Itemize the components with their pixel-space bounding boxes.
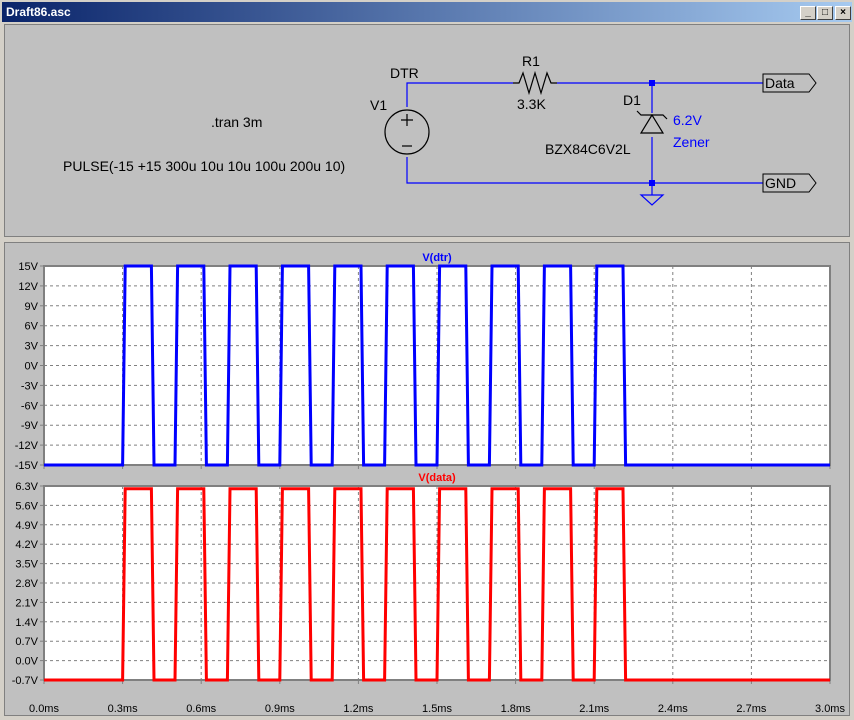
traces	[44, 264, 830, 682]
y-tick-label: 5.6V	[15, 500, 38, 512]
x-tick-label: 0.0ms	[29, 703, 59, 715]
y-tick-label: -6V	[21, 400, 39, 412]
trace-line-0[interactable]	[44, 264, 830, 467]
net-flag-gnd[interactable]	[762, 173, 817, 193]
y-tick-label: 4.2V	[15, 539, 38, 551]
diode-bar-icon	[636, 110, 668, 120]
y-tick-label: 0.7V	[15, 636, 38, 648]
x-tick-label: 0.3ms	[108, 703, 138, 715]
maximize-button[interactable]: □	[817, 6, 833, 20]
x-tick-label: 2.1ms	[579, 703, 609, 715]
x-tick-label: 1.5ms	[422, 703, 452, 715]
y-tick-label: 2.1V	[15, 597, 38, 609]
trace-line-1[interactable]	[44, 487, 830, 682]
net-flag-gnd-label: GND	[765, 175, 796, 191]
tran-directive[interactable]: .tran 3m	[211, 114, 262, 130]
source-value[interactable]: PULSE(-15 +15 300u 10u 10u 100u 200u 10)	[63, 158, 345, 174]
x-tick-label: 0.6ms	[186, 703, 216, 715]
net-label-dtr[interactable]: DTR	[390, 65, 419, 81]
voltage-source-icon	[384, 109, 430, 155]
axis-labels: 15V 12V 9V 6V 3V 0V -3V -6V -9V -12V -15V 6.3V 5.6V 4…	[12, 261, 846, 715]
x-tick-label: 1.8ms	[501, 703, 531, 715]
waveform-canvas[interactable]: 15V 12V 9V 6V 3V 0V -3V -6V -9V -12V -15V 6.3V 5.6V 4…	[5, 243, 849, 715]
y-tick-label: -15V	[15, 460, 39, 472]
net-flag-data-label: Data	[765, 75, 795, 91]
close-button[interactable]: ×	[835, 6, 851, 20]
schematic-pane[interactable]: .tran 3m PULSE(-15 +15 300u 10u 10u 100u…	[4, 24, 850, 237]
junction-dot-bottom	[649, 180, 655, 186]
y-tick-label: 9V	[25, 301, 39, 313]
window-title: Draft86.asc	[6, 5, 71, 19]
wire-gnd	[406, 157, 763, 184]
plus-icon	[401, 114, 413, 126]
net-flag-data[interactable]	[762, 73, 817, 93]
x-tick-label: 2.7ms	[736, 703, 766, 715]
x-tick-label: 0.9ms	[265, 703, 295, 715]
y-tick-label: 6.3V	[15, 481, 38, 493]
y-tick-label: 12V	[18, 281, 38, 293]
title-bar[interactable]: Draft86.asc _ □ ×	[2, 2, 852, 22]
trace-title-vdtr[interactable]: V(dtr)	[422, 252, 452, 264]
y-tick-label: 0.0V	[15, 656, 38, 668]
source-name[interactable]: V1	[370, 97, 387, 113]
resistor-value[interactable]: 3.3K	[517, 96, 546, 112]
x-tick-label: 1.2ms	[343, 703, 373, 715]
y-tick-label: 3V	[25, 341, 39, 353]
resistor-name[interactable]: R1	[522, 53, 540, 69]
zener-diode-d1[interactable]	[636, 110, 668, 134]
diode-triangle-icon	[639, 113, 665, 134]
y-tick-label: -3V	[21, 380, 39, 392]
wire-dtr	[406, 82, 513, 107]
x-tick-label: 3.0ms	[815, 703, 845, 715]
y-tick-label: 2.8V	[15, 578, 38, 590]
y-tick-label: 4.9V	[15, 520, 38, 532]
y-tick-label: 15V	[18, 261, 38, 273]
diode-name[interactable]: D1	[623, 92, 641, 108]
schematic-wires	[406, 82, 763, 195]
voltage-source-v1[interactable]	[384, 109, 430, 155]
trace-title-vdata[interactable]: V(data)	[418, 472, 456, 484]
y-tick-label: -0.7V	[12, 675, 39, 687]
diode-value[interactable]: BZX84C6V2L	[545, 141, 631, 157]
resistor-icon[interactable]	[513, 70, 557, 96]
diode-note-voltage[interactable]: 6.2V	[673, 112, 702, 128]
y-tick-label: -12V	[15, 440, 39, 452]
schematic-canvas[interactable]: .tran 3m PULSE(-15 +15 300u 10u 10u 100u…	[5, 25, 849, 236]
ground-icon[interactable]	[639, 194, 665, 206]
x-tick-label: 2.4ms	[658, 703, 688, 715]
diode-note-type[interactable]: Zener	[673, 134, 710, 150]
junction-dot-top	[649, 80, 655, 86]
y-tick-label: 3.5V	[15, 559, 38, 571]
y-tick-label: -9V	[21, 420, 39, 432]
y-tick-label: 1.4V	[15, 617, 38, 629]
y-tick-label: 0V	[25, 361, 39, 373]
y-tick-label: 6V	[25, 321, 39, 333]
minimize-button[interactable]: _	[800, 6, 816, 20]
waveform-pane[interactable]: 15V 12V 9V 6V 3V 0V -3V -6V -9V -12V -15V 6.3V 5.6V 4…	[4, 242, 850, 716]
